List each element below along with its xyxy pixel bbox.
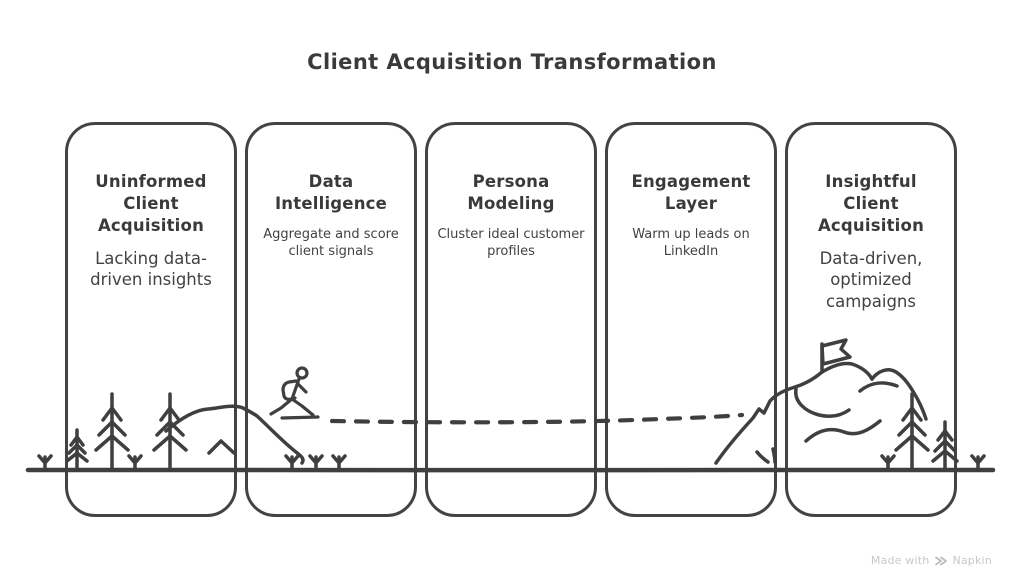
watermark-brand: Napkin xyxy=(952,554,992,567)
napkin-chevrons-icon xyxy=(935,556,948,565)
stage-subtitle: Data-driven, optimized campaigns xyxy=(819,248,923,311)
diagram-title: Client Acquisition Transformation xyxy=(307,50,717,74)
stage-panel-data-intelligence: Data Intelligence Aggregate and score cl… xyxy=(245,122,417,517)
watermark-prefix: Made with xyxy=(870,554,930,567)
stage-subtitle: Cluster ideal customer profiles xyxy=(437,226,585,260)
stage-panel-uninformed-client-acquisition: Uninformed Client Acquisition Lacking da… xyxy=(65,122,237,517)
sprout-icon xyxy=(970,454,986,472)
stage-subtitle: Aggregate and score client signals xyxy=(263,226,399,260)
stage-heading: Persona Modeling xyxy=(467,172,555,213)
watermark: Made with Napkin xyxy=(871,554,992,567)
stage-heading: Data Intelligence xyxy=(274,172,388,213)
stage-panel-persona-modeling: Persona Modeling Cluster ideal customer … xyxy=(425,122,597,517)
stage-panel-engagement-layer: Engagement Layer Warm up leads on Linked… xyxy=(605,122,777,517)
stage-subtitle: Lacking data-driven insights xyxy=(90,248,212,290)
stage-heading: Insightful Client Acquisition xyxy=(817,172,925,235)
stage-panel-insightful-client-acquisition: Insightful Client Acquisition Data-drive… xyxy=(785,122,957,517)
stage-subtitle: Warm up leads on LinkedIn xyxy=(632,226,750,260)
stage-heading: Engagement Layer xyxy=(631,172,751,213)
stage-heading: Uninformed Client Acquisition xyxy=(95,172,207,235)
sprout-icon xyxy=(37,454,53,472)
